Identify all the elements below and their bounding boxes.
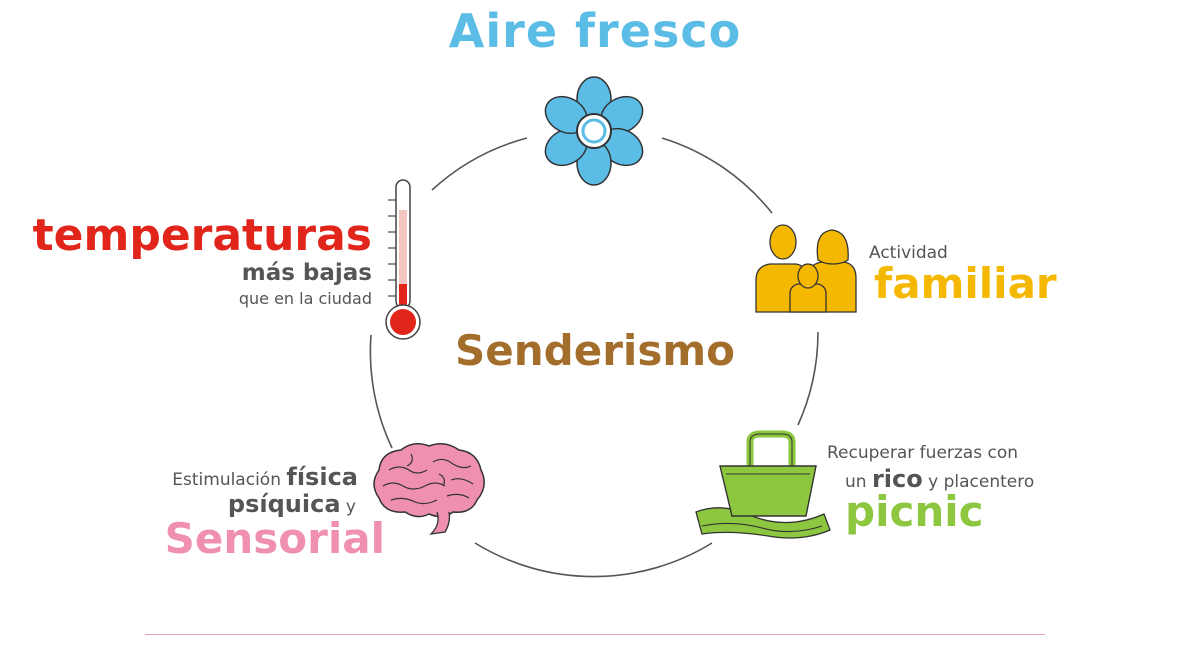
arc-top-right — [661, 137, 773, 214]
arc-right — [797, 331, 819, 426]
actividad-label: Actividad — [869, 243, 948, 263]
bottom-divider — [145, 634, 1045, 635]
temperature-text: temperaturas más bajas que en la ciudad — [33, 212, 372, 311]
aire-fresco-title: Aire fresco — [448, 4, 742, 58]
brain-icon — [373, 443, 485, 535]
que-en-la-ciudad-label: que en la ciudad — [238, 289, 372, 308]
estimulacion-text: Estimulación — [172, 470, 287, 490]
flower-icon — [544, 76, 644, 186]
temperaturas-label: temperaturas — [32, 210, 372, 261]
senderismo-title: Senderismo — [455, 326, 735, 375]
sensorial-label: Sensorial — [164, 514, 385, 563]
arc-bottom — [474, 542, 713, 578]
rico-placentero-line: un rico y placentero — [845, 465, 1034, 493]
psiquica-line: psíquica y — [228, 490, 356, 518]
familiar-label: familiar — [874, 259, 1057, 308]
thermometer-icon — [385, 179, 421, 340]
placentero-text: y placentero — [922, 472, 1035, 492]
fisica-text: física — [286, 463, 358, 491]
picnic-basket-icon — [695, 430, 831, 539]
arc-left — [369, 334, 393, 449]
arc-top-left — [431, 137, 528, 191]
un-text: un — [845, 472, 872, 492]
recuperar-fuerzas-label: Recuperar fuerzas con — [827, 443, 1019, 463]
y-text: y — [340, 497, 356, 517]
estimulacion-fisica-line: Estimulación física — [172, 463, 358, 491]
mas-bajas-label: más bajas — [241, 260, 372, 286]
picnic-label: picnic — [845, 487, 984, 536]
rico-text: rico — [871, 465, 923, 493]
psiquica-text: psíquica — [227, 490, 341, 518]
family-icon — [755, 224, 857, 313]
